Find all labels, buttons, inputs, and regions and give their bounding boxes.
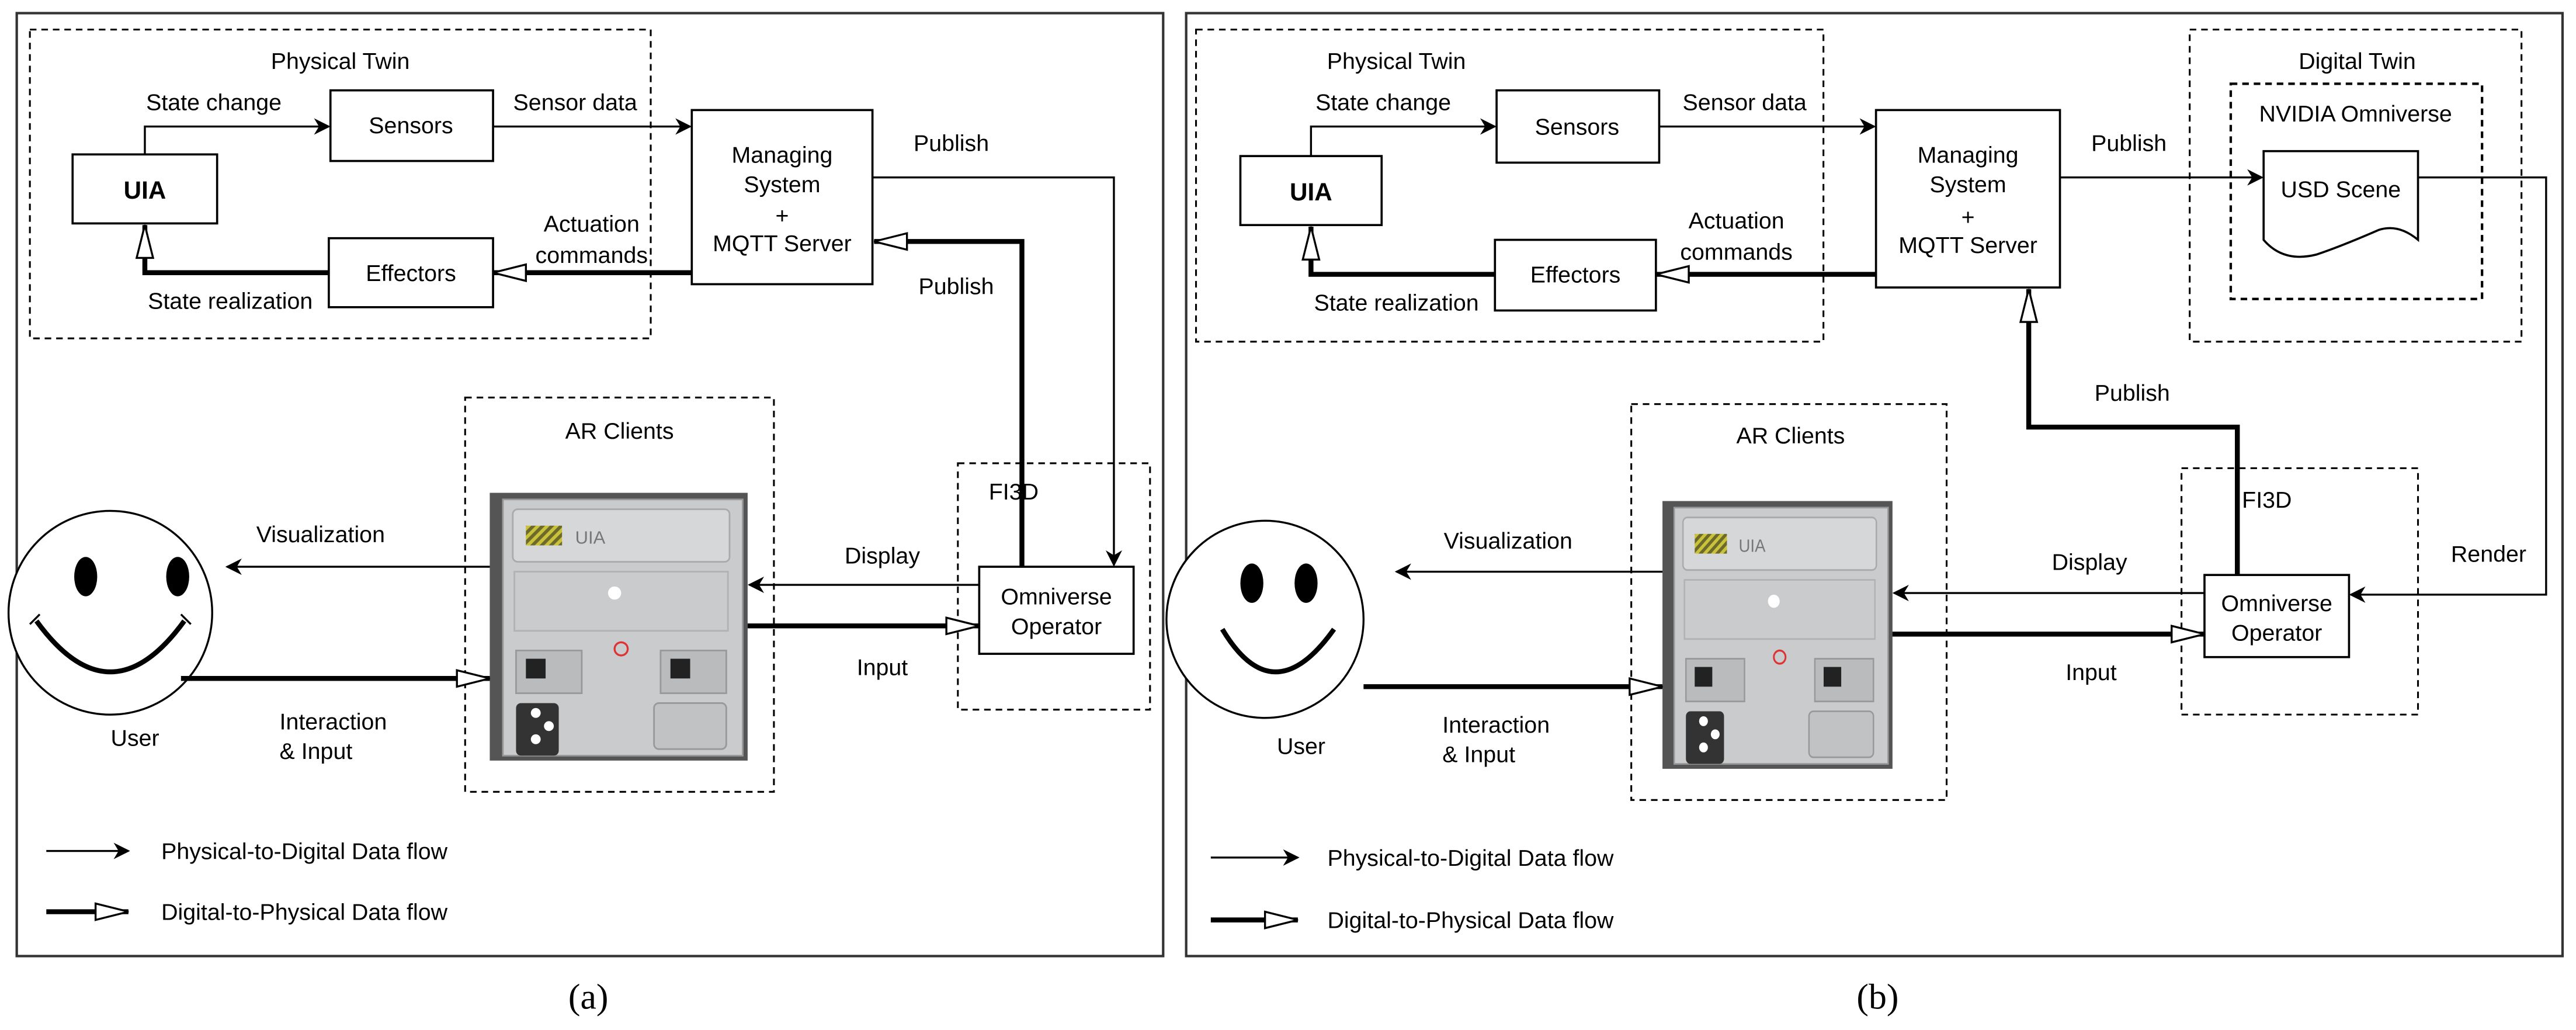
input-label: Input (2065, 660, 2117, 685)
omniverse-operator-box (2203, 574, 2351, 658)
legend-physical-to-digital: Physical-to-Digital Data flow (161, 839, 448, 865)
legend-digital-to-physical: Digital-to-Physical Data flow (161, 900, 448, 925)
interaction-label: Interaction (1442, 712, 1550, 738)
usd-scene-document-icon (2262, 150, 2419, 258)
ar-clients-group (1630, 403, 1948, 801)
state-change-label: State change (146, 89, 282, 115)
omniverse-operator-box (978, 566, 1135, 655)
sensors-box (329, 89, 494, 162)
effectors-box (328, 237, 494, 308)
sensor-data-label: Sensor data (1683, 89, 1807, 115)
state-change-arrow (144, 118, 331, 155)
managing-label-4: MQTT Server (1898, 233, 2037, 258)
panel-frame (15, 12, 1165, 958)
state-realization-arrow (135, 224, 329, 275)
publish-out-label: Publish (2091, 131, 2167, 157)
caption-b: (b) (1856, 977, 1898, 1017)
fi3d-group (957, 462, 1151, 711)
nvidia-omniverse-label: NVIDIA Omniverse (2259, 101, 2452, 127)
digital-twin-title: Digital Twin (2299, 48, 2416, 74)
uia-panel-image: UIA (488, 491, 749, 762)
fi3d-label: FI3D (989, 479, 1039, 505)
managing-label-3: + (775, 203, 789, 228)
commands-label: commands (536, 242, 648, 268)
panel-a: Physical Twin State change Sensors Senso… (7, 12, 1165, 1017)
publish-in-arrow (2019, 289, 2240, 575)
usd-scene-label: USD Scene (2281, 176, 2401, 202)
render-label: Render (2451, 542, 2526, 567)
omniverse-label-2: Operator (2231, 620, 2322, 646)
omniverse-label-2: Operator (1011, 613, 1102, 639)
effectors-label: Effectors (1530, 262, 1621, 288)
state-realization-label: State realization (1314, 290, 1478, 315)
uia-box (71, 153, 218, 225)
physical-twin-title: Physical Twin (1327, 48, 1466, 74)
state-change-arrow (1310, 118, 1497, 157)
caption-a: (a) (568, 977, 609, 1017)
fi3d-label: FI3D (2242, 487, 2292, 513)
state-realization-arrow (1301, 226, 1495, 277)
ar-clients-label: AR Clients (1736, 423, 1845, 449)
input-label: Input (857, 655, 908, 681)
managing-label-2: System (744, 172, 820, 197)
sensors-box (1495, 89, 1661, 164)
commands-label: commands (1680, 239, 1793, 265)
uia-panel-image-label: UIA (575, 528, 606, 548)
uia-label: UIA (1290, 178, 1332, 206)
panel-b: Physical Twin State change Sensors Senso… (1165, 12, 2564, 1017)
managing-label-1: Managing (1918, 142, 2019, 168)
actuation-label: Actuation (1689, 208, 1785, 234)
managing-label-4: MQTT Server (713, 231, 852, 256)
user-label: User (1277, 734, 1325, 760)
publish-out-arrow (872, 176, 1123, 567)
managing-label-3: + (1961, 204, 1975, 230)
input-sub-label: & Input (1442, 742, 1515, 768)
ar-clients-label: AR Clients (565, 418, 674, 444)
sensors-label: Sensors (1535, 115, 1619, 140)
user-label: User (111, 726, 159, 751)
uia-label: UIA (124, 176, 166, 204)
physical-twin-title: Physical Twin (271, 48, 410, 74)
publish-in-arrow (874, 232, 1025, 567)
display-label: Display (845, 543, 920, 568)
uia-box (1239, 155, 1383, 227)
nvidia-omniverse-group (2229, 82, 2484, 300)
omniverse-label-1: Omniverse (2221, 591, 2332, 616)
physical-twin-group (1195, 29, 1825, 343)
actuation-label: Actuation (544, 211, 640, 237)
managing-system-box (690, 109, 874, 286)
fi3d-group (2181, 467, 2419, 716)
effectors-label: Effectors (366, 261, 456, 286)
legend-digital-to-physical: Digital-to-Physical Data flow (1327, 908, 1614, 934)
visualization-label: Visualization (1444, 528, 1572, 554)
managing-label-1: Managing (732, 142, 833, 168)
render-arrow (2349, 176, 2547, 603)
display-label: Display (2052, 550, 2127, 575)
interaction-label: Interaction (280, 709, 387, 734)
uia-panel-image-label: UIA (1739, 536, 1766, 556)
legend-physical-to-digital: Physical-to-Digital Data flow (1327, 845, 1614, 871)
digital-twin-group (2189, 29, 2523, 343)
publish-in-label: Publish (918, 273, 994, 299)
panel-frame (1185, 12, 2564, 958)
input-sub-label: & Input (280, 738, 353, 764)
publish-in-label: Publish (2095, 380, 2170, 406)
state-change-label: State change (1315, 89, 1451, 115)
visualization-label: Visualization (256, 522, 385, 547)
user-smiley-icon (1165, 519, 1365, 719)
publish-out-label: Publish (914, 131, 989, 157)
user-smiley-icon (7, 509, 213, 716)
omniverse-label-1: Omniverse (1001, 584, 1112, 610)
sensor-data-label: Sensor data (513, 89, 637, 115)
state-realization-label: State realization (148, 289, 313, 314)
managing-system-box (1874, 109, 2061, 289)
uia-panel-image: UIA (1661, 500, 1894, 770)
managing-label-2: System (1929, 172, 2006, 197)
sensors-label: Sensors (369, 113, 453, 138)
